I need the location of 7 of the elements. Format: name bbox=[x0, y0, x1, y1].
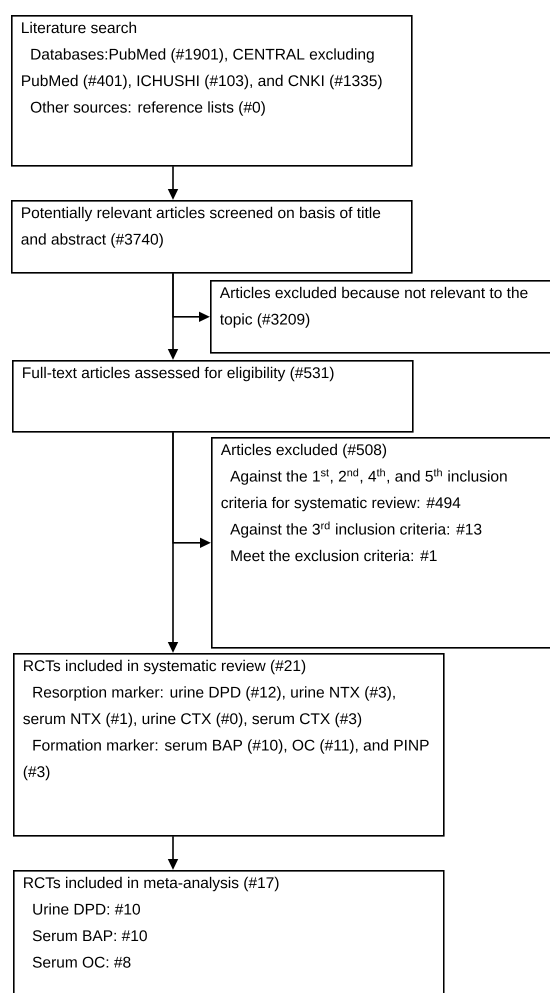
process-box: Full-text articles assessed for eligibility (#531) bbox=[12, 360, 414, 433]
process-box: Literature search Databases:PubMed (#1901), CENTRAL excluding PubMed (#401), ICHUSHI (#103), and CNKI (#1335) Other sources: reference lists (#0) bbox=[11, 15, 413, 167]
process-box: Potentially relevant articles screened on basis of title and abstract (#3740) bbox=[11, 200, 413, 274]
process-box: RCTs included in systematic review (#21) Resorption marker: urine DPD (#12), urine NTX (#3), serum NTX (#1), urine CTX (#0), serum CTX (#3) Formation marker: serum BAP (#10), OC (#11), and PINP (#3) bbox=[13, 653, 445, 837]
process-box: RCTs included in meta-analysis (#17) Urine DPD: #10 Serum BAP: #10 Serum OC: #8 bbox=[13, 870, 445, 993]
process-box: Articles excluded (#508) Against the 1$^{st}$, 2$^{nd}$, 4$^{th}$, and 5$^{th}$ inclusion criteria for systematic review: #494 Against the 3$^{rd}$ inclusion criteria: #13 Meet the exclusion criteria: #1 bbox=[211, 437, 550, 649]
process-box: Articles excluded because not relevant to the topic (#3209) bbox=[210, 280, 550, 354]
